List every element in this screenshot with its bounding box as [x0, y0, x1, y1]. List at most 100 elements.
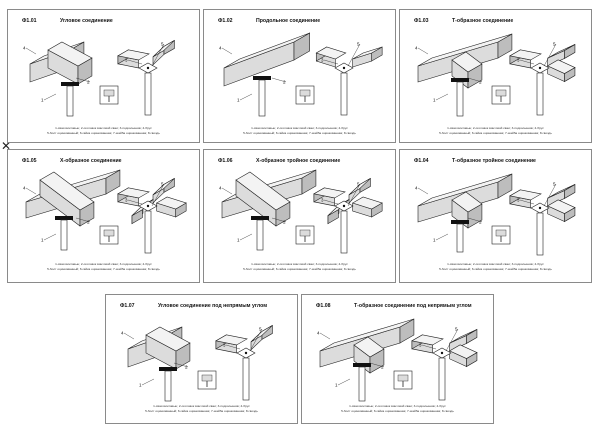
- beam-a-top: [319, 318, 415, 352]
- head-plate: [353, 363, 371, 367]
- exploded-beam-2-top: [547, 199, 576, 214]
- exploded-beam-1-top: [352, 46, 383, 60]
- legend-line-2: 5-болт оцинкованный; 6-гайка оцинкованна…: [47, 267, 160, 271]
- callout-4-leader: [221, 187, 233, 195]
- panel-title: Продольное соединение: [256, 18, 321, 24]
- detail-bracket: [103, 89, 115, 97]
- legend-line-1: 1-сваи винтовые; 2-оголовок винтовой сва…: [55, 126, 152, 130]
- panel-code: Ф1.07: [120, 303, 135, 309]
- screw-pile: [242, 357, 250, 401]
- head-plate: [451, 78, 469, 82]
- bolt-icon: [538, 206, 542, 210]
- exploded-beam-2-top: [351, 196, 383, 210]
- exploded-beam-0-top: [215, 334, 248, 346]
- callout-3: 3: [517, 198, 520, 203]
- legend-line-1: 1-сваи винтовые; 2-оголовок винтовой сва…: [447, 126, 544, 130]
- exploded-beam-1-top: [547, 44, 576, 59]
- legend-line-1: 1-сваи винтовые; 2-оголовок винтовой сва…: [153, 404, 250, 408]
- callout-1-leader: [435, 93, 449, 101]
- callout-2: 2: [479, 80, 482, 85]
- beam-b-top: [451, 191, 483, 213]
- head-plate: [451, 220, 469, 224]
- panel-code: Ф1.02: [218, 18, 233, 24]
- callout-5: 5: [259, 327, 262, 332]
- callout-1: 1: [237, 98, 240, 103]
- screw-pile: [438, 357, 446, 401]
- callout-2: 2: [87, 80, 90, 85]
- callout-3: 3: [125, 58, 128, 63]
- callout-1: 1: [335, 383, 338, 388]
- callout-1-leader: [43, 93, 57, 101]
- exploded-beam-0-top: [313, 187, 346, 199]
- callout-1-leader: [141, 378, 155, 386]
- detail-bracket: [103, 229, 115, 237]
- callout-2-leader: [173, 362, 189, 368]
- panel-header: Ф1.02 Продольное соединение: [218, 18, 320, 24]
- beam-a-top: [417, 173, 513, 207]
- callout-1-leader: [43, 233, 57, 241]
- callout-3: 3: [321, 58, 324, 63]
- beam-a-top: [223, 32, 310, 69]
- callout-2: 2: [283, 80, 286, 85]
- head-plate: [253, 76, 271, 80]
- screw-pile: [536, 72, 544, 116]
- callout-1: 1: [41, 238, 44, 243]
- callout-5-leader: [543, 183, 557, 207]
- beam-a-top: [417, 33, 513, 67]
- panel-title: Угловое соединение под непрямым углом: [158, 303, 268, 309]
- screw-pile: [144, 210, 152, 254]
- callout-4-leader: [25, 187, 37, 195]
- exploded-beam-0-top: [117, 49, 150, 61]
- detail-bracket: [299, 229, 311, 237]
- callout-5: 5: [553, 42, 556, 47]
- callout-2: 2: [185, 365, 188, 370]
- callout-3: 3: [223, 343, 226, 348]
- callout-3-leader: [127, 59, 143, 65]
- head-plate: [61, 82, 79, 86]
- callout-4-leader: [123, 332, 135, 340]
- screw-pile: [340, 210, 348, 254]
- callout-4-leader: [319, 332, 331, 340]
- legend-line-1: 1-сваи винтовые; 2-оголовок винтовой сва…: [251, 126, 348, 130]
- callout-3-leader: [323, 59, 339, 65]
- bolt-icon: [440, 351, 444, 355]
- callout-5: 5: [455, 327, 458, 332]
- head-plate: [159, 367, 177, 371]
- callout-4: 4: [23, 186, 26, 191]
- bolt-icon: [146, 66, 150, 70]
- callout-5-leader: [249, 328, 263, 352]
- callout-3: 3: [125, 198, 128, 203]
- legend-line-1: 1-сваи винтовые; 2-оголовок винтовой сва…: [447, 262, 544, 266]
- panel-code: Ф1.01: [22, 18, 37, 24]
- panel-title: Угловое соединение: [60, 18, 113, 24]
- callout-5: 5: [553, 182, 556, 187]
- panel-title: Т-образное тройное соединение: [452, 158, 536, 164]
- callout-3: 3: [419, 343, 422, 348]
- callout-1-leader: [435, 233, 449, 241]
- screw-pile: [536, 212, 544, 256]
- callout-4-leader: [417, 47, 429, 55]
- legend-line-2: 5-болт оцинкованный; 6-гайка оцинкованна…: [439, 267, 552, 271]
- callout-2-leader: [369, 362, 385, 368]
- panel-code: Ф1.05: [22, 158, 37, 164]
- legend-line-2: 5-болт оцинкованный; 6-гайка оцинкованна…: [341, 409, 454, 413]
- exploded-beam-0-top: [509, 49, 542, 61]
- exploded-beam-0-top: [509, 189, 542, 201]
- callout-5-leader: [347, 183, 361, 207]
- callout-3-leader: [225, 344, 241, 350]
- head-plate: [251, 216, 269, 220]
